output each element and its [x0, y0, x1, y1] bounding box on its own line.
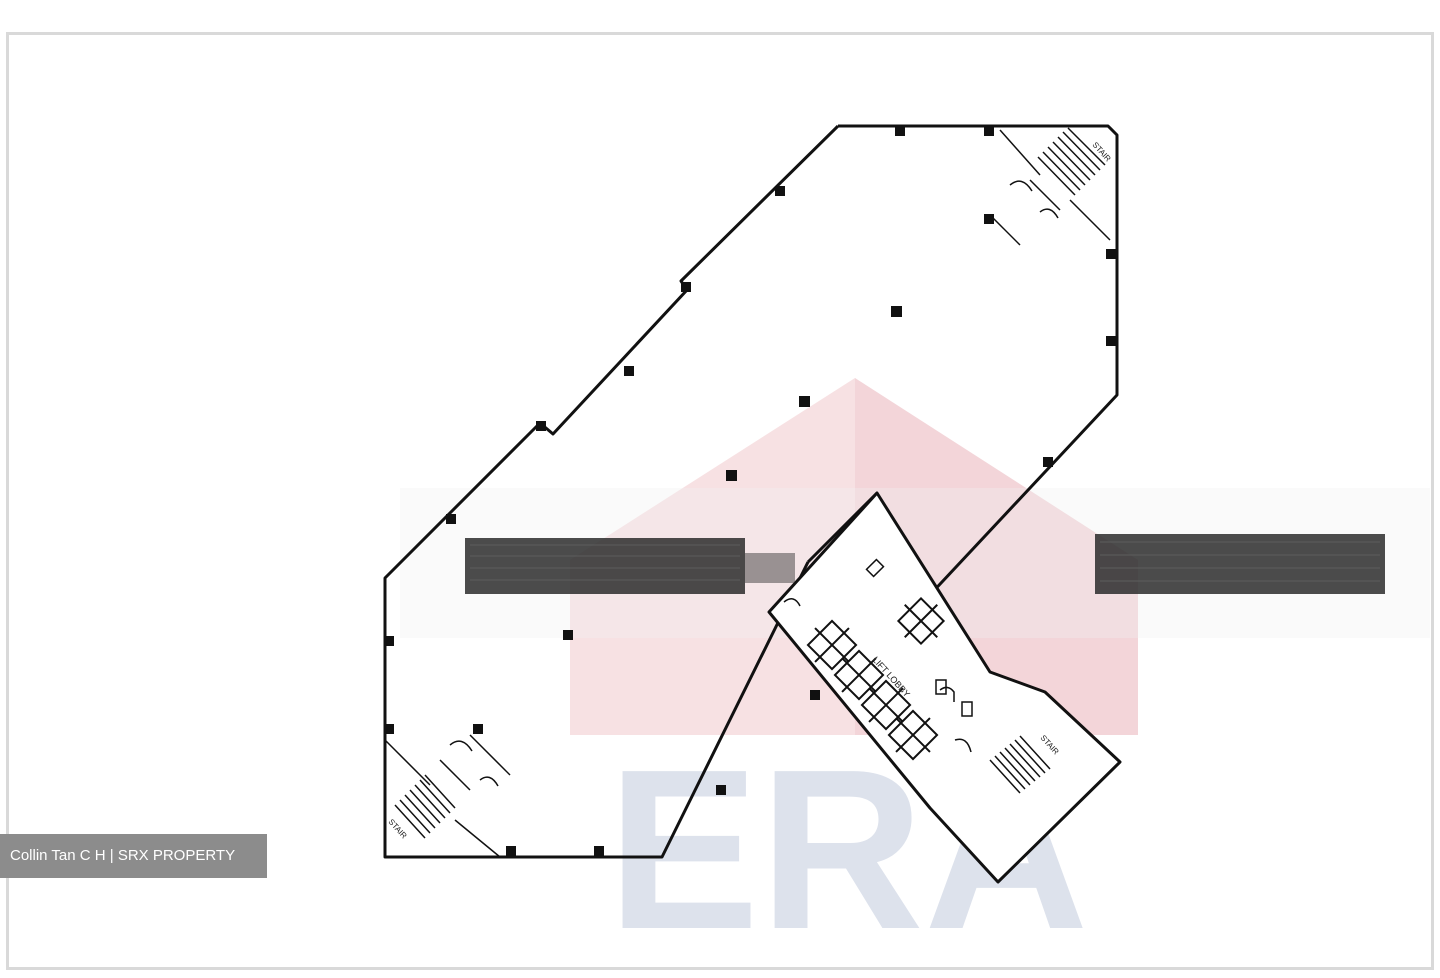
core: LIFT LOBBY STAIR [767, 491, 1122, 884]
stair-top-label: STAIR [1091, 140, 1113, 163]
stair-bottom-left [384, 734, 511, 858]
lift-cars [806, 596, 946, 761]
redacted-label-right [1095, 534, 1385, 594]
core-stair [989, 735, 1051, 794]
core-fixtures [783, 558, 973, 753]
stair-top-right [989, 127, 1111, 246]
columns [384, 126, 1116, 856]
redacted-label-left [465, 538, 795, 594]
photo-credit-caption: Collin Tan C H | SRX PROPERTY [0, 834, 267, 878]
stair-bottom-label: STAIR [387, 817, 409, 840]
